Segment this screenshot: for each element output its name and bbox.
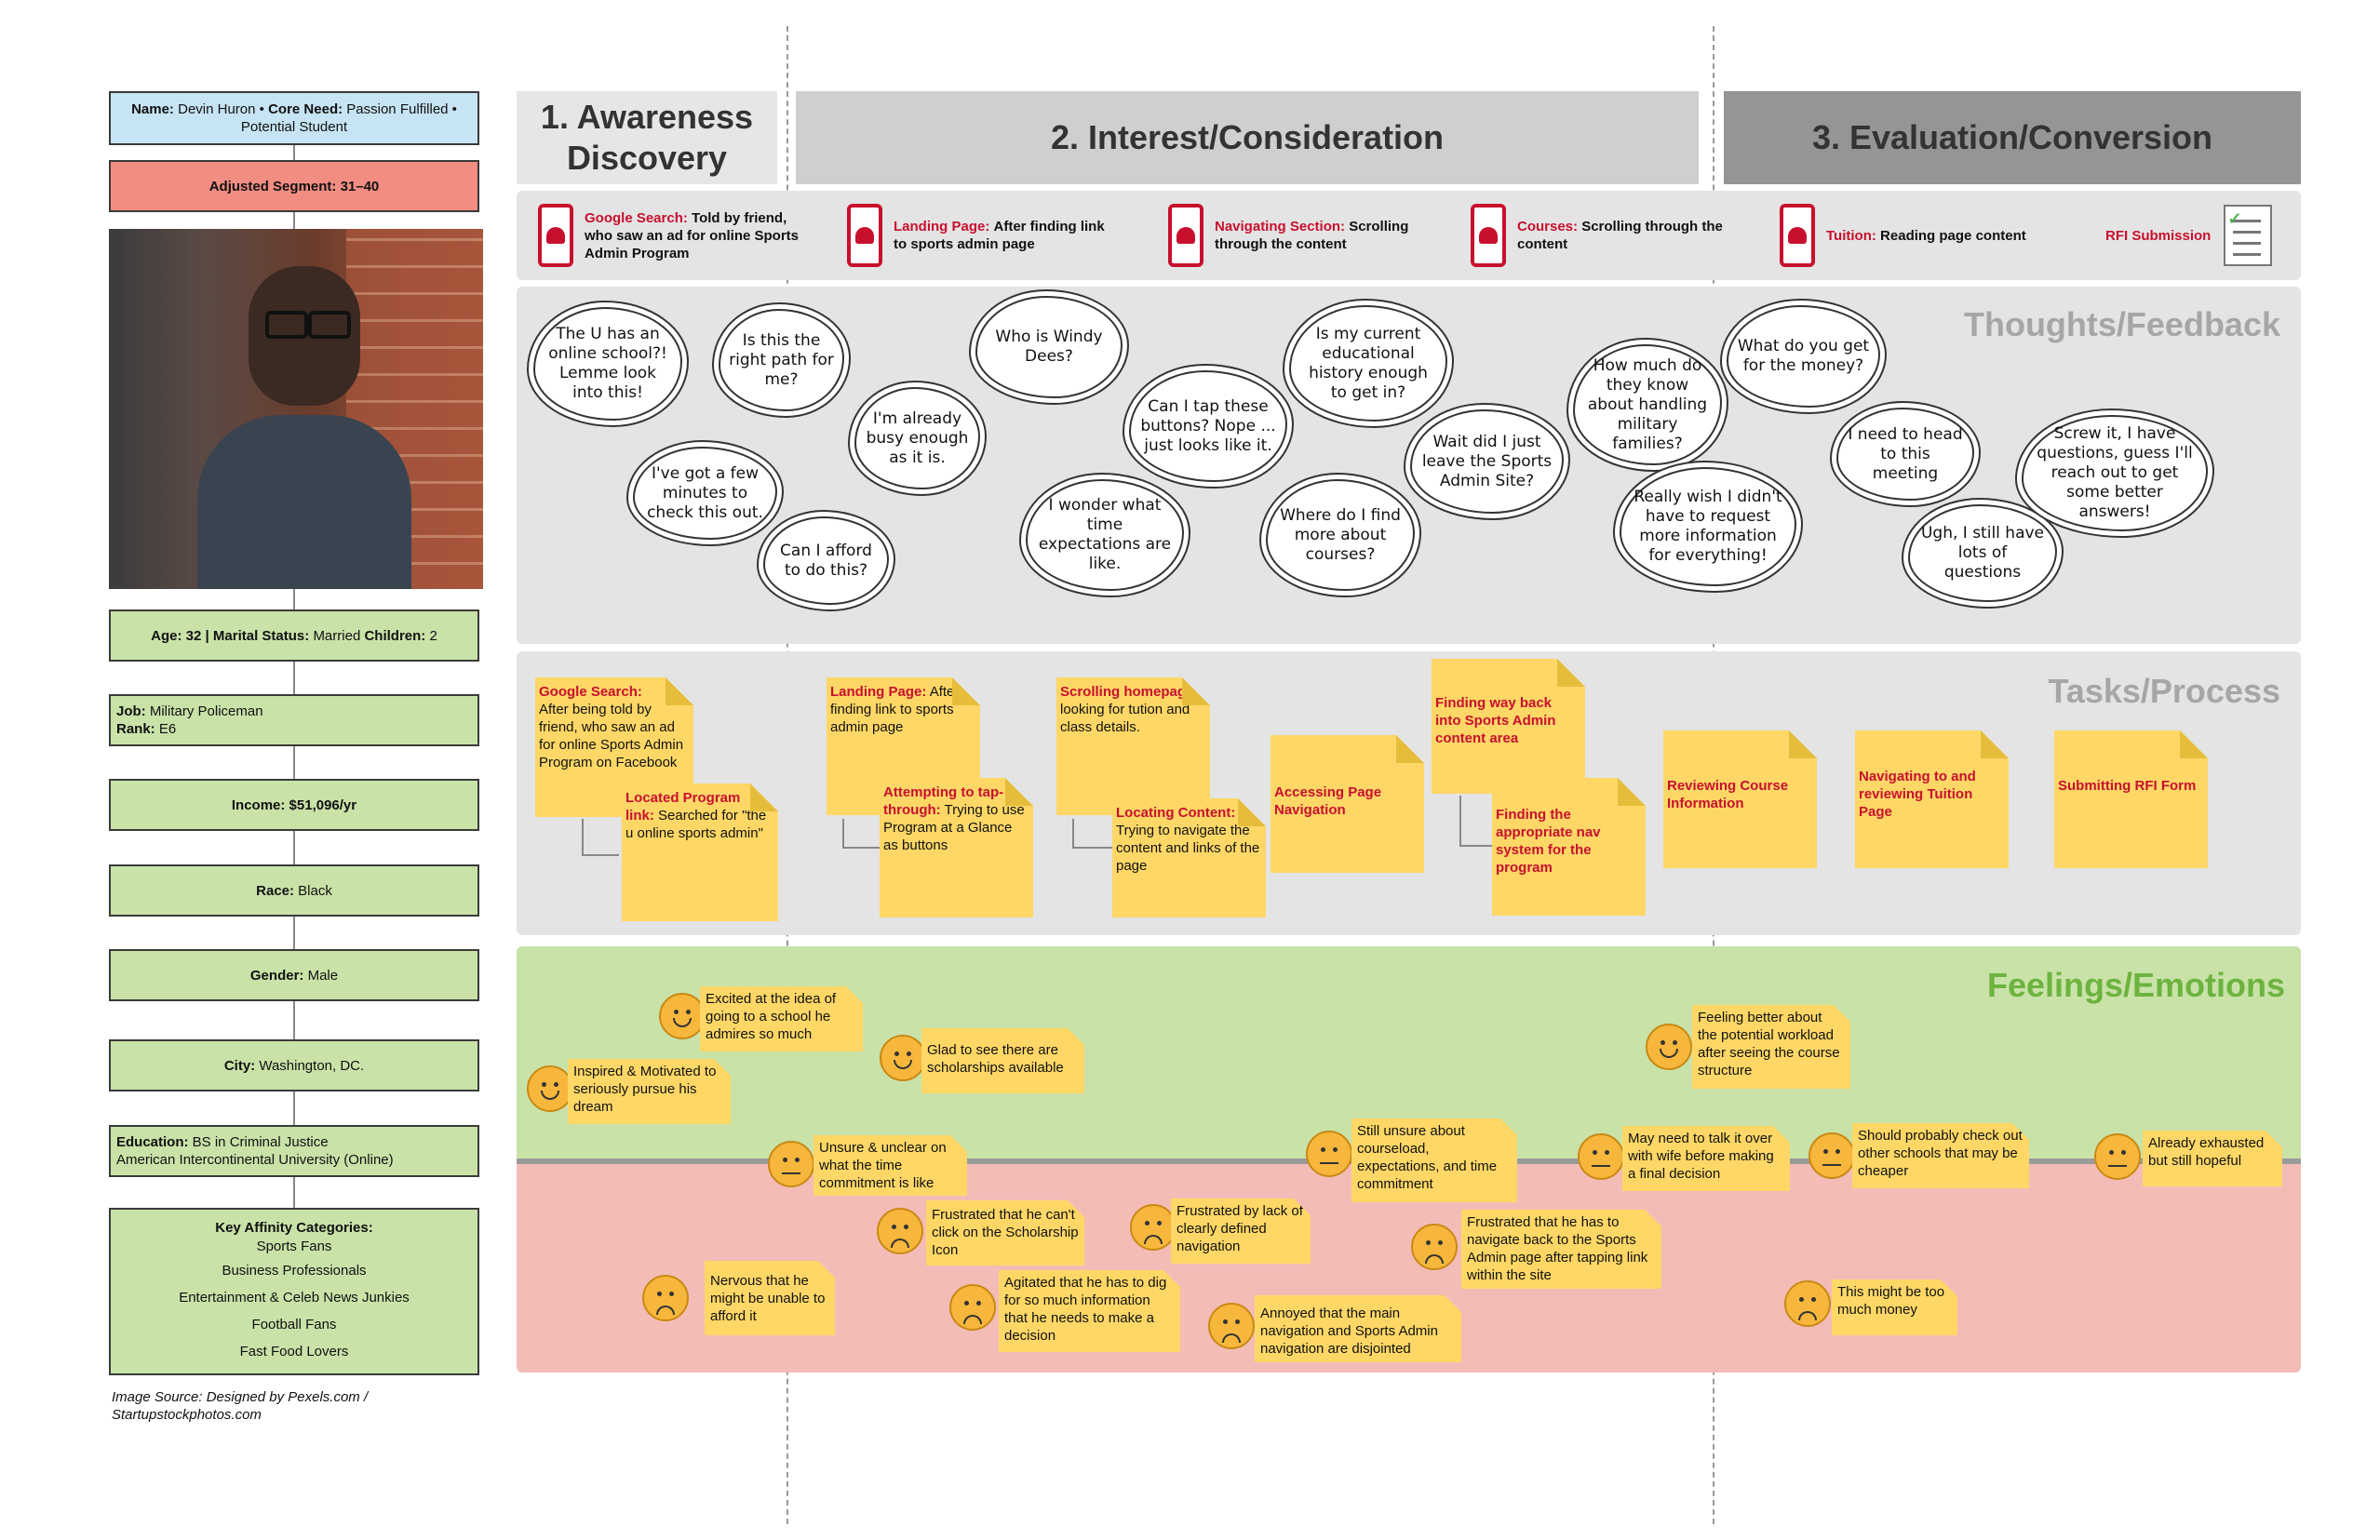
task-connector [582, 819, 619, 856]
emotion-note: Unsure & unclear on what the time commit… [814, 1135, 967, 1196]
happy-face-icon [527, 1065, 573, 1112]
task-note: Attempting to tap-through: Trying to use… [880, 778, 1033, 917]
emotion-note: Excited at the idea of going to a school… [700, 986, 863, 1051]
thought-bubble: Wait did I just leave the Sports Admin S… [1410, 409, 1564, 514]
neutral-face-icon [2094, 1133, 2141, 1180]
touchpoint-landing-page: Landing Page: After finding link to spor… [847, 203, 1117, 268]
thought-bubble: Where do I find more about courses? [1266, 479, 1415, 591]
stage-interest: 2. Interest/Consideration [796, 91, 1699, 184]
neutral-face-icon [1578, 1133, 1624, 1180]
income-box: Income: $51,096/yr [109, 779, 479, 831]
task-connector [1459, 796, 1497, 847]
tasks-title: Tasks/Process [2048, 672, 2280, 710]
happy-face-icon [1646, 1024, 1692, 1070]
image-source: Image Source: Designed by Pexels.com / S… [112, 1389, 369, 1423]
thought-bubble: Who is Windy Dees? [975, 296, 1123, 398]
emotion-note: Nervous that he might be unable to affor… [705, 1261, 835, 1335]
sad-face-icon [1208, 1303, 1255, 1349]
persona-name-box: Name: Devin Huron • Core Need: Passion F… [109, 91, 479, 145]
task-note: Submitting RFI Form [2054, 730, 2208, 868]
sad-face-icon [949, 1284, 996, 1331]
sad-face-icon [1784, 1280, 1831, 1327]
thoughts-title: Thoughts/Feedback [1963, 305, 2280, 343]
touchpoints-band [517, 191, 2301, 280]
emotion-note: Agitated that he has to dig for so much … [999, 1270, 1180, 1352]
emotion-note: May need to talk it over with wife befor… [1622, 1126, 1790, 1191]
emotion-note: Frustrated that he has to navigate back … [1461, 1210, 1661, 1289]
thought-bubble: Can I tap these buttons? Nope ... just l… [1129, 370, 1287, 482]
sad-face-icon [1411, 1224, 1458, 1270]
happy-face-icon [659, 993, 706, 1039]
touchpoint-courses: Courses: Scrolling through the content [1471, 203, 1750, 268]
touchpoint-google-search: Google Search: Told by friend, who saw a… [538, 203, 817, 268]
emotion-note: Glad to see there are scholarships avail… [921, 1028, 1084, 1093]
task-note: Navigating to and reviewing Tuition Page [1855, 730, 2009, 868]
touchpoint-navigating-section: Navigating Section: Scrolling through th… [1168, 203, 1457, 268]
thought-bubble: I wonder what time expectations are like… [1026, 479, 1184, 591]
thought-bubble: I've got a few minutes to check this out… [633, 447, 777, 540]
emotion-note: Annoyed that the main navigation and Spo… [1255, 1295, 1461, 1362]
touchpoint-tuition: Tuition: Reading page content [1780, 203, 2077, 268]
thought-bubble: I need to head to this meeting [1836, 408, 1974, 501]
task-note: Accessing Page Navigation [1271, 735, 1424, 873]
thought-bubble: What do you get for the money? [1727, 305, 1880, 408]
emotion-note: This might be too much money [1832, 1279, 1957, 1335]
task-connector [1072, 819, 1114, 849]
thought-bubble: Is this the right path for me? [719, 309, 844, 411]
task-note: Finding the appropriate nav system for t… [1492, 778, 1646, 916]
neutral-face-icon [1306, 1131, 1352, 1177]
stage-evaluation: 3. Evaluation/Conversion [1724, 91, 2301, 184]
emotion-note: Feeling better about the potential workl… [1692, 1005, 1850, 1089]
city-box: City: Washington, DC. [109, 1039, 479, 1091]
persona-photo [109, 229, 483, 589]
task-note: Scrolling homepage: looking for tution a… [1056, 677, 1210, 815]
emotion-note: Should probably check out other schools … [1852, 1123, 2029, 1188]
age-box: Age: 32 | Marital Status: Married Childr… [109, 609, 479, 662]
neutral-face-icon [768, 1141, 814, 1187]
persona-connector [293, 140, 295, 1363]
task-connector [842, 819, 880, 849]
form-document-icon: ✓ [2224, 205, 2273, 266]
thought-bubble: Can I afford to do this? [763, 516, 889, 605]
thought-bubble: I'm already busy enough as it is. [854, 387, 980, 489]
task-note: Locating Content: Trying to navigate the… [1112, 798, 1266, 917]
neutral-face-icon [1809, 1132, 1855, 1179]
mobile-phone-icon [1471, 204, 1506, 267]
sad-face-icon [1130, 1204, 1177, 1251]
task-note: Finding way back into Sports Admin conte… [1432, 659, 1585, 794]
mobile-phone-icon [538, 204, 573, 267]
sad-face-icon [877, 1208, 923, 1254]
mobile-phone-icon [1780, 204, 1815, 267]
mobile-phone-icon [847, 204, 882, 267]
emotion-note: Already exhausted but still hopeful [2143, 1131, 2282, 1186]
task-note: Located Program link: Searched for "the … [622, 783, 778, 921]
emotion-note: Still unsure about courseload, expectati… [1351, 1118, 1517, 1202]
thought-bubble: How much do they know about handling mil… [1573, 344, 1722, 465]
thought-bubble: The U has an online school?! Lemme look … [533, 307, 682, 421]
segment-box: Adjusted Segment: 31–40 [109, 160, 479, 212]
feelings-title: Feelings/Emotions [1986, 966, 2285, 1004]
thought-bubble: Screw it, I have questions, guess I'll r… [2022, 415, 2208, 531]
emotion-note: Frustrated by lack of clearly defined na… [1171, 1199, 1311, 1264]
emotion-note: Inspired & Motivated to seriously pursue… [568, 1059, 731, 1124]
sad-face-icon [642, 1275, 689, 1321]
affinity-box: Key Affinity Categories: Sports Fans Bus… [109, 1208, 479, 1375]
race-box: Race: Black [109, 864, 479, 917]
stage-awareness: 1. Awareness Discovery [517, 91, 777, 184]
mobile-phone-icon [1168, 204, 1203, 267]
gender-box: Gender: Male [109, 949, 479, 1001]
touchpoint-rfi-submission: RFI Submission ✓ [2105, 203, 2292, 268]
emotion-note: Frustrated that he can't click on the Sc… [926, 1200, 1084, 1265]
thought-bubble: Ugh, I still have lots of questions [1908, 504, 2057, 602]
thought-bubble: Really wish I didn't have to request mor… [1620, 467, 1796, 586]
happy-face-icon [880, 1035, 926, 1081]
task-note: Google Search:After being told by friend… [535, 677, 693, 817]
thought-bubble: Is my current educational history enough… [1289, 305, 1447, 422]
task-note: Reviewing Course Information [1663, 730, 1817, 868]
